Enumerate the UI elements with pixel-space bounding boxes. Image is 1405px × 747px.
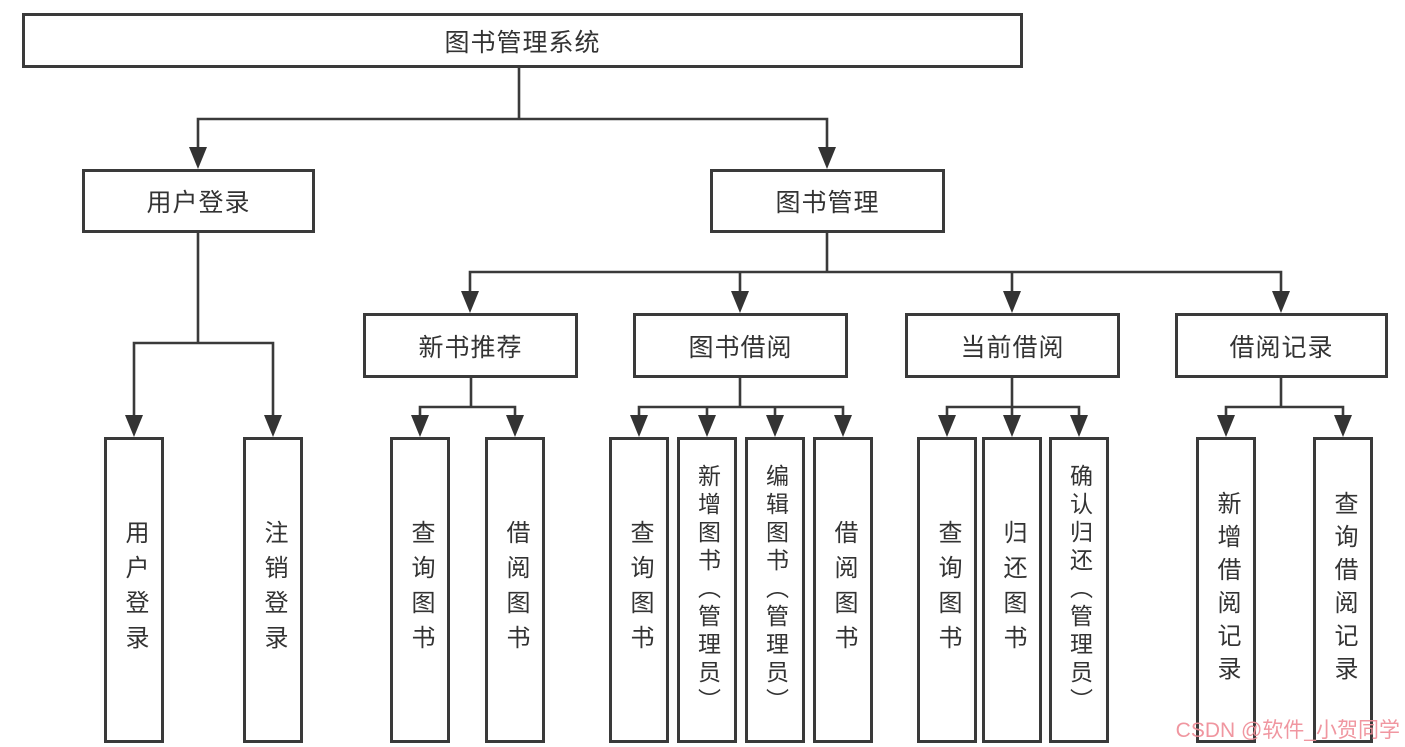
node-new-book-recommend: 新书推荐	[363, 313, 578, 378]
node-label: 图书借阅	[688, 333, 793, 362]
leaf-query-books-borrowing: 查询图书	[609, 437, 669, 743]
leaf-edit-books-admin: 编辑图书（管理员）	[745, 437, 805, 743]
node-label: 用户登录	[146, 189, 251, 217]
node-label: 借阅记录	[1229, 333, 1334, 362]
node-user-login: 用户登录	[82, 169, 315, 233]
leaf-user-login: 用户登录	[104, 437, 164, 743]
node-label: 注销登录	[260, 520, 287, 660]
leaf-add-borrow-record: 新增借阅记录	[1196, 437, 1256, 743]
leaf-borrow-books: 借阅图书	[813, 437, 873, 743]
node-label: 归还图书	[999, 520, 1026, 660]
node-current-borrowing: 当前借阅	[905, 313, 1120, 378]
node-label: 查询图书	[934, 520, 961, 660]
csdn-watermark: CSDN @软件_小贺同学	[1175, 719, 1400, 742]
leaf-borrow-books-recommend: 借阅图书	[485, 437, 545, 743]
node-library-management-system: 图书管理系统	[22, 13, 1023, 68]
leaf-query-borrow-record: 查询借阅记录	[1313, 437, 1373, 743]
leaf-return-books: 归还图书	[982, 437, 1042, 743]
node-label: 查询图书	[407, 520, 434, 660]
leaf-add-books-admin: 新增图书（管理员）	[677, 437, 737, 743]
node-label: 用户登录	[121, 520, 148, 660]
leaf-confirm-return-admin: 确认归还（管理员）	[1049, 437, 1109, 743]
node-book-management: 图书管理	[710, 169, 945, 233]
node-label: 借阅图书	[502, 520, 529, 660]
node-book-borrowing: 图书借阅	[633, 313, 848, 378]
node-label: 新增图书（管理员）	[694, 464, 721, 716]
node-label: 查询图书	[626, 520, 653, 660]
node-label: 借阅图书	[830, 520, 857, 660]
node-label: 图书管理系统	[444, 28, 601, 57]
node-label: 查询借阅记录	[1330, 491, 1357, 689]
node-label: 新增借阅记录	[1213, 491, 1240, 689]
node-label: 新书推荐	[418, 333, 523, 362]
node-label: 编辑图书（管理员）	[762, 464, 789, 716]
node-label: 确认归还（管理员）	[1066, 464, 1093, 716]
arrowheads	[125, 147, 1352, 437]
node-label: 当前借阅	[960, 333, 1065, 362]
leaf-query-books-current: 查询图书	[917, 437, 977, 743]
node-borrowing-records: 借阅记录	[1175, 313, 1388, 378]
leaf-logout: 注销登录	[243, 437, 303, 743]
leaf-query-books-recommend: 查询图书	[390, 437, 450, 743]
node-label: 图书管理	[775, 189, 880, 217]
